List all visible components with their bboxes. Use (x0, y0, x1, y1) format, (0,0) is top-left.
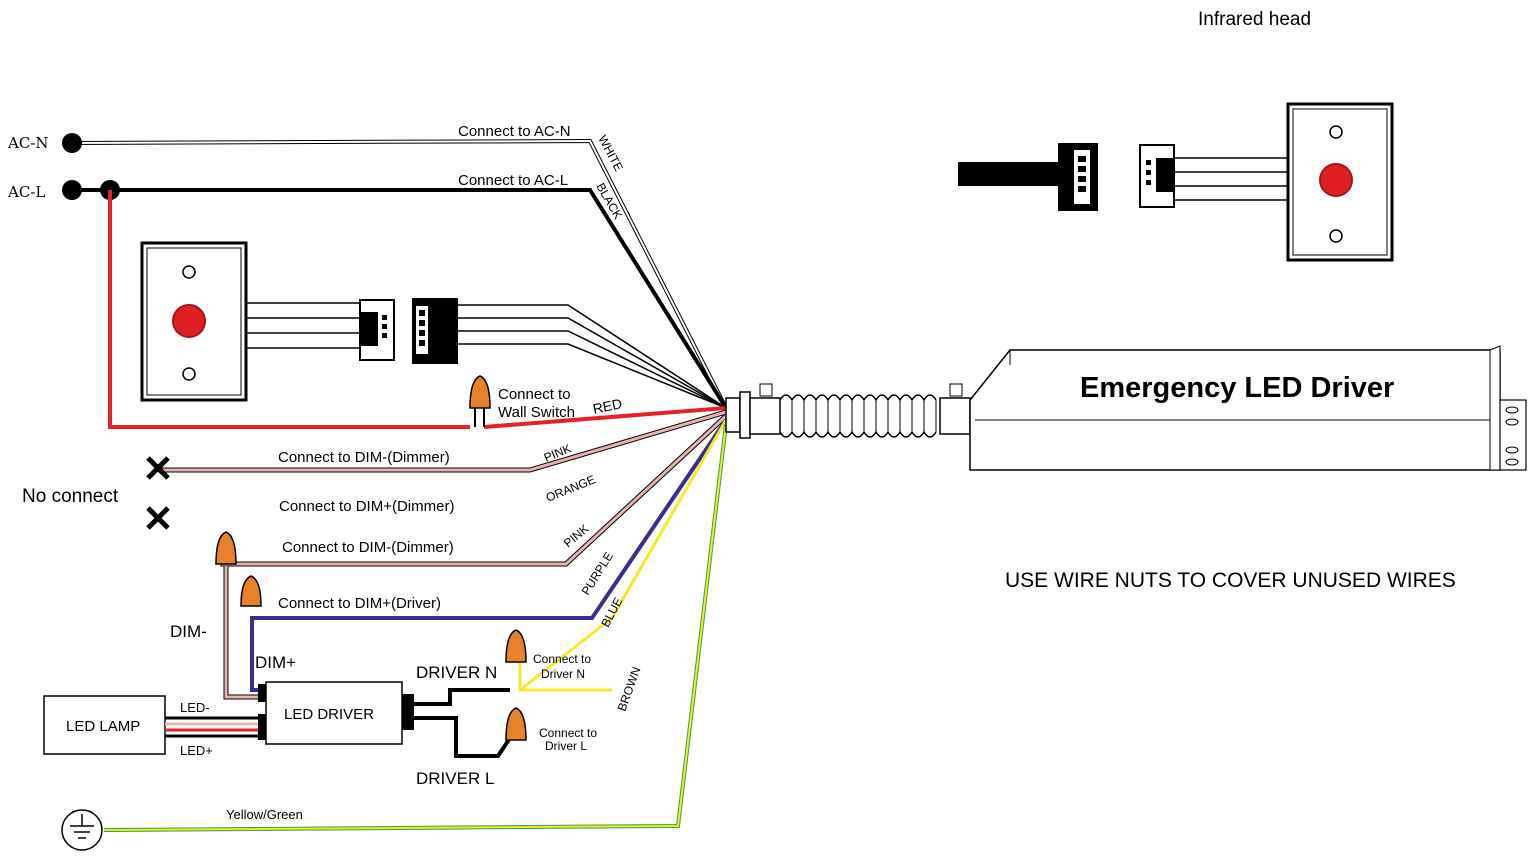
led-driver-box (258, 681, 414, 745)
ac-n-label: AC-N (7, 134, 49, 152)
infrared-head-label: Infrared head (1198, 9, 1311, 30)
wall-switch-module (140, 241, 727, 409)
yellow-wire (519, 419, 728, 692)
wall-switch-label: Wall Switch (498, 404, 575, 421)
led-minus-label: LED- (180, 700, 210, 715)
ac-n-terminal (62, 133, 82, 153)
dim-plus-dimmer-label: Connect to DIM+(Dimmer) (279, 498, 454, 515)
red-switch-wire (108, 190, 470, 429)
purple-wire (250, 418, 728, 620)
wire-nut-dim-plus (240, 575, 262, 607)
wire-nut-switch (469, 375, 491, 427)
ac-l-label: AC-L (7, 183, 45, 201)
wire-nut-driver-l (505, 707, 527, 741)
emergency-driver-label: Emergency LED Driver (1080, 372, 1394, 404)
infrared-head (958, 102, 1394, 262)
led-plus-label: LED+ (180, 743, 213, 758)
dim-plus-driver-label: Connect to DIM+(Driver) (278, 595, 441, 612)
ac-wires (62, 133, 728, 410)
no-connect-x-1 (146, 456, 170, 480)
orange-label: ORANGE (544, 472, 597, 504)
pink-wire-dim-minus (220, 414, 728, 566)
connect-driver-l-label-1: Connect to (539, 726, 597, 740)
dim-minus-dimmer-label-2: Connect to DIM-(Dimmer) (282, 539, 454, 556)
red-wire (483, 406, 727, 429)
ground-icon (61, 809, 103, 851)
connect-driver-l-label-2: Driver L (545, 739, 587, 753)
dim-minus-dimmer-label-1: Connect to DIM-(Dimmer) (278, 449, 450, 466)
connect-driver-n-label-2: Driver N (541, 667, 585, 681)
indicator-light (172, 304, 206, 338)
led-lamp-box (43, 695, 166, 755)
led-lamp-label: LED LAMP (66, 718, 140, 735)
driver-l-label: DRIVER L (416, 769, 494, 788)
connect-to-label: Connect to (498, 386, 571, 403)
pink-wire-no-connect (158, 410, 727, 472)
yellow-green-label: Yellow/Green (226, 807, 303, 822)
wire-nut-dim-minus (215, 531, 237, 565)
conduit (725, 383, 971, 439)
driver-n-label: DRIVER N (416, 663, 497, 682)
red-label: RED (591, 395, 623, 417)
brown-label: BROWN (615, 665, 644, 713)
ac-l-terminal (62, 180, 82, 200)
wire-nut-driver-n (505, 629, 527, 663)
emergency-driver-box (969, 345, 1527, 471)
white-label: WHITE (595, 133, 626, 174)
connect-ac-n-label: Connect to AC-N (458, 123, 571, 140)
led-driver-label: LED DRIVER (284, 706, 374, 723)
wire-nut-note: USE WIRE NUTS TO COVER UNUSED WIRES (1005, 569, 1456, 592)
dim-plus-label: DIM+ (255, 653, 296, 672)
no-connect-x-2 (146, 506, 170, 530)
no-connect-label: No connect (22, 486, 119, 507)
connect-driver-n-label-1: Connect to (533, 652, 591, 666)
connect-ac-l-label: Connect to AC-L (458, 172, 568, 189)
dim-minus-label: DIM- (170, 622, 207, 641)
